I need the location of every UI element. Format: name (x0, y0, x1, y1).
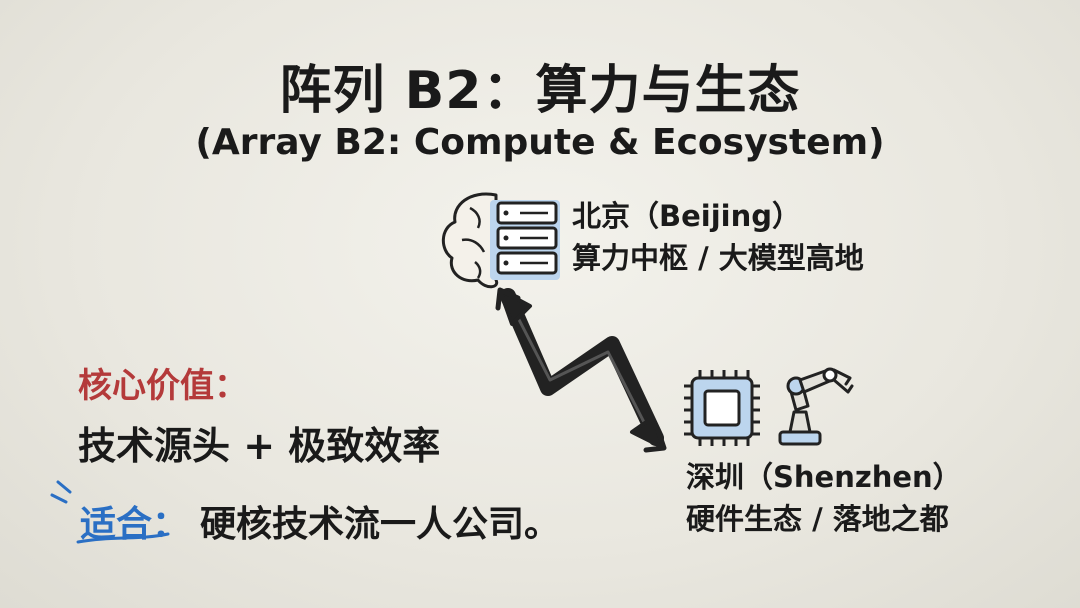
core-value-label: 核心价值： (78, 366, 248, 406)
brain-icon (441, 192, 499, 289)
beijing-role: 算力中枢 / 大模型高地 (572, 241, 864, 275)
beijing-label: 北京（Beijing） 算力中枢 / 大模型高地 (572, 195, 864, 279)
fit-accent-marks (50, 480, 170, 544)
shenzhen-role: 硬件生态 / 落地之都 (686, 502, 949, 536)
page-subtitle: (Array B2: Compute & Ecosystem) (195, 122, 885, 163)
chip-icon (684, 370, 760, 446)
shenzhen-name: 深圳（Shenzhen） (686, 460, 962, 494)
fit-value-text: 硬核技术流一人公司。 (200, 504, 561, 545)
lightning-arrow-icon (495, 287, 667, 453)
fit-label: 适合： (80, 504, 189, 545)
robot-arm-icon (778, 367, 854, 446)
core-value-text: 技术源头 + 极致效率 (78, 424, 441, 468)
server-icon (490, 200, 560, 280)
shenzhen-label: 深圳（Shenzhen） 硬件生态 / 落地之都 (686, 456, 962, 540)
beijing-name: 北京（Beijing） (572, 199, 801, 233)
page-title: 阵列 B2：算力与生态 (279, 61, 801, 121)
